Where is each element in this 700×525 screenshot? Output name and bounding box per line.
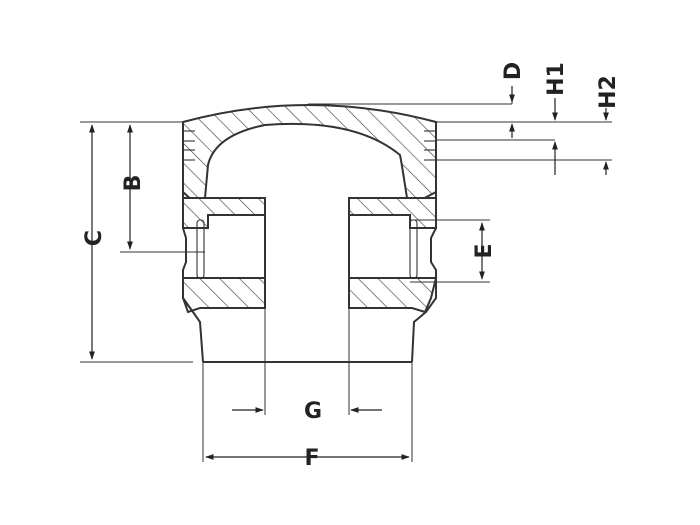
- right-pin-boss-section: [348, 197, 437, 229]
- label-e: E: [472, 243, 497, 258]
- label-b: B: [121, 175, 146, 192]
- label-f: F: [304, 446, 319, 471]
- dimension-lines: [89, 86, 609, 460]
- left-pin-boss-section: [182, 197, 266, 229]
- extension-lines: [80, 88, 612, 462]
- piston-crown-section: [182, 104, 437, 205]
- label-c: C: [82, 230, 107, 246]
- right-ring-grooves: [424, 130, 436, 161]
- label-d: D: [501, 62, 526, 80]
- label-h2: H2: [596, 75, 621, 109]
- right-lower-boss-section: [348, 277, 438, 314]
- label-g: G: [304, 399, 322, 424]
- skirt-left-outline: [182, 122, 204, 363]
- label-h1: H1: [544, 62, 569, 96]
- left-ring-grooves: [183, 130, 195, 161]
- left-lower-boss-section: [182, 277, 266, 314]
- pin-bore-area: [265, 215, 349, 278]
- left-circlip-slot: [196, 219, 205, 279]
- skirt-right-outline: [411, 122, 437, 363]
